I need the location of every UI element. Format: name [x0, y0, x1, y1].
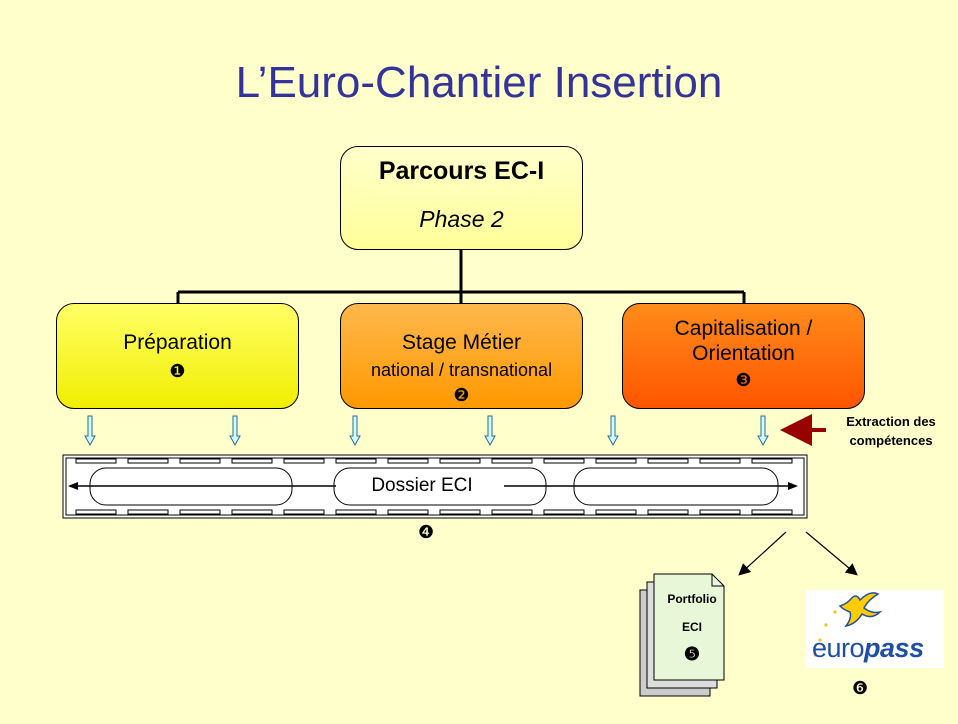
step-label-capitalisation: Capitalisation / Orientation [674, 317, 813, 365]
down-arrows [84, 415, 769, 447]
portfolio-document-icon [639, 573, 725, 697]
down-arrow-6 [757, 415, 769, 447]
europass-bullet: ❻ [852, 678, 869, 698]
root-title: Parcours EC-I [378, 157, 545, 185]
extraction-note-line2: compétences [849, 433, 933, 448]
film-perforations-top [75, 458, 793, 464]
down-arrow-1 [84, 415, 96, 447]
portfolio-bullet: ❺ [683, 644, 701, 664]
step-bullet-2: ❷ [453, 385, 470, 405]
film-perforations-bottom [75, 509, 793, 515]
europass-wordmark: europass [812, 633, 942, 664]
portfolio-line2: ECI [681, 620, 702, 634]
europass-text-plain: euro [812, 633, 865, 663]
portfolio-line1: Portfolio [667, 592, 717, 606]
down-arrow-2 [229, 415, 241, 447]
extraction-note: Extraction des compétences [824, 412, 958, 450]
europass-text-bold: pass [864, 633, 924, 663]
step-label-preparation: Préparation [123, 331, 232, 354]
arrow-to-portfolio [738, 531, 787, 576]
step-box-capitalisation: Capitalisation / Orientation ❸ [622, 303, 865, 409]
dossier-bullet: ❹ [418, 522, 435, 542]
step-label-stage: Stage Métier [401, 331, 522, 354]
portfolio-text: Portfolio ECI ❺ [660, 590, 724, 664]
step-sublabel-stage: national / transnational [370, 360, 553, 380]
dossier-label: Dossier ECI [346, 470, 498, 502]
step-bullet-3: ❸ [735, 370, 752, 390]
down-arrow-3 [349, 415, 361, 447]
root-subtitle: Phase 2 [419, 206, 504, 232]
down-arrow-4 [484, 415, 496, 447]
down-arrow-5 [607, 415, 619, 447]
step-box-preparation: Préparation ❶ [56, 303, 299, 409]
arrow-to-europass [805, 531, 858, 576]
root-box-parcours: Parcours EC-I Phase 2 [340, 146, 583, 250]
step-box-stage-metier: Stage Métier national / transnational ❷ [340, 303, 583, 409]
extraction-note-line1: Extraction des [846, 414, 936, 429]
europass-logo [806, 590, 944, 668]
step-bullet-1: ❶ [169, 361, 186, 381]
slide-title: L’Euro-Chantier Insertion [235, 58, 723, 107]
